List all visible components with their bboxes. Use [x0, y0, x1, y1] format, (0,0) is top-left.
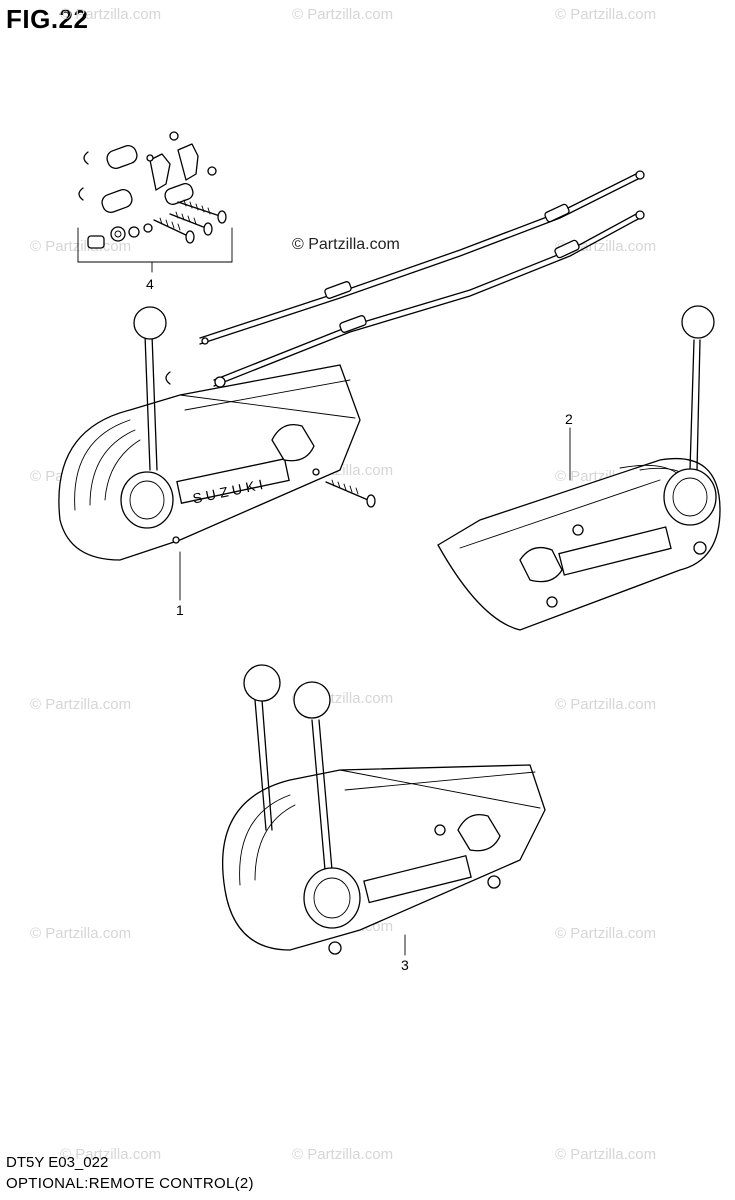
lever-knob-icon — [133, 306, 167, 340]
callout-2: 2 — [565, 411, 573, 427]
callout-1: 1 — [176, 602, 184, 618]
callout-4: 4 — [146, 276, 154, 292]
remote-control-dual-lever — [221, 664, 546, 956]
lever-knob-icon — [243, 664, 281, 702]
watermark: © Partzilla.com — [555, 1146, 657, 1163]
watermark: © Partzilla.com — [60, 6, 162, 23]
diagram-code: DT5Y E03_022 — [6, 1154, 109, 1171]
remote-control-single-lever-left: SUZUKI — [58, 306, 376, 601]
diagram-caption: OPTIONAL:REMOTE CONTROL(2) — [6, 1175, 254, 1192]
watermark: © Partzilla.com — [30, 696, 132, 713]
watermark: © Partzilla.com — [30, 925, 132, 942]
screw-icon — [177, 199, 227, 224]
watermark-center: © Partzilla.com — [292, 236, 400, 253]
watermark: © Partzilla.com — [60, 1146, 162, 1163]
lever-knob-icon — [293, 681, 331, 719]
hardware-kit-group — [77, 131, 233, 273]
watermark: © Partzilla.com — [555, 696, 657, 713]
watermark: © Partzilla.com — [555, 925, 657, 942]
watermark: © Partzilla.com — [30, 238, 132, 255]
callout-3: 3 — [401, 957, 409, 973]
lever-knob-icon — [681, 305, 715, 339]
control-cables — [165, 170, 645, 388]
watermark: © Partzilla.com — [555, 6, 657, 23]
remote-control-single-lever-right — [437, 305, 721, 631]
screw-icon — [169, 211, 213, 236]
watermark: © Partzilla.com — [292, 1146, 394, 1163]
screw-icon — [153, 217, 195, 244]
figure-title: FIG.22 — [6, 4, 89, 34]
watermark: © Partzilla.com — [292, 6, 394, 23]
